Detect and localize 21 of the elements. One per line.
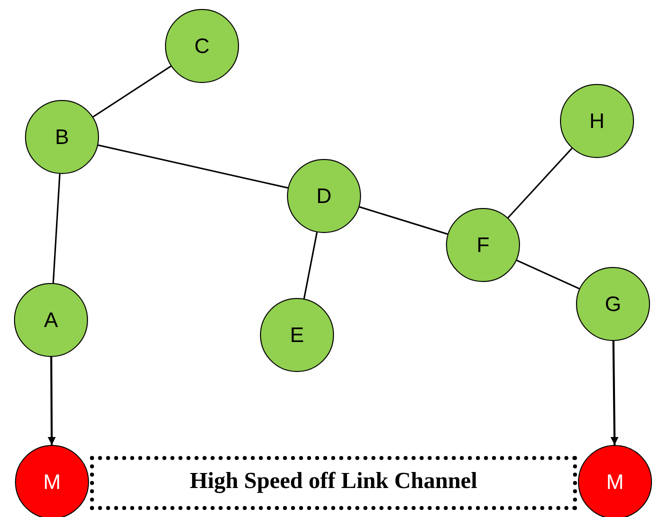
node-label: M <box>606 472 624 492</box>
arrow <box>610 340 618 446</box>
node-label: M <box>43 472 61 492</box>
node-label: A <box>44 310 58 330</box>
connector-line <box>507 148 573 218</box>
node-label: D <box>316 186 332 206</box>
node-label: C <box>194 36 210 56</box>
connector-line <box>98 144 288 189</box>
connector-line <box>92 66 172 118</box>
connector-line <box>516 260 580 290</box>
channel-label: High Speed off Link Channel <box>190 467 478 496</box>
node-label: H <box>589 110 605 132</box>
arrow <box>48 357 56 445</box>
node-label: E <box>290 324 304 346</box>
connector-line <box>52 174 61 284</box>
connector-line <box>303 232 318 299</box>
connector-line <box>359 206 448 235</box>
channel-band <box>90 456 577 510</box>
node-label: G <box>604 294 622 314</box>
node-label: F <box>476 234 490 256</box>
node-label: B <box>54 126 69 148</box>
